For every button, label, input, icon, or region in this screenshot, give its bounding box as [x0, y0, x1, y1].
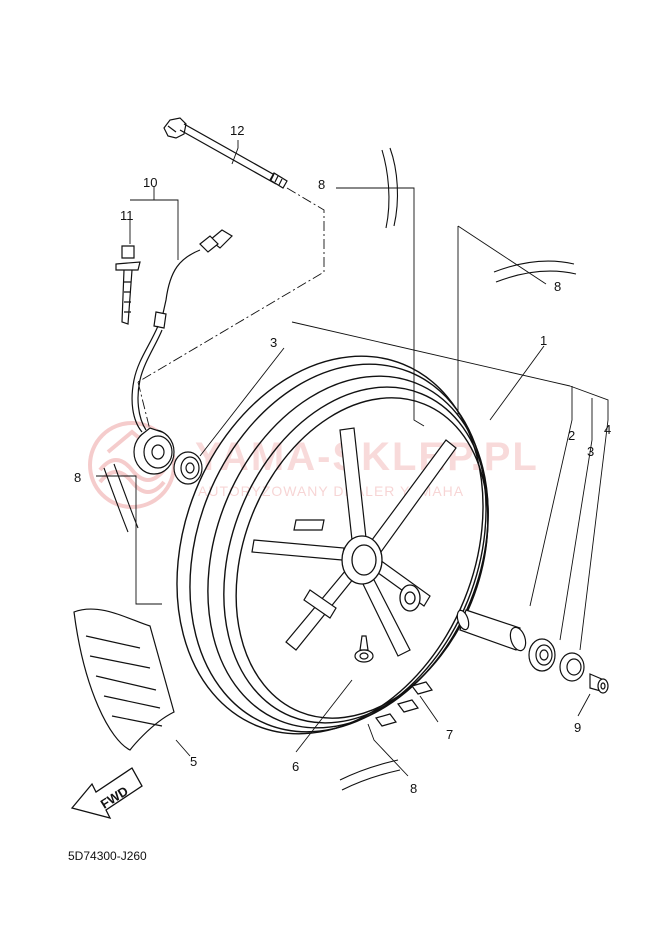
diagram-code: 5D74300-J260 — [68, 849, 147, 863]
cable-tie-part[interactable] — [115, 245, 141, 325]
callout-6: 6 — [292, 759, 299, 774]
right-bearing-part[interactable] — [528, 638, 556, 672]
callout-9: 9 — [574, 720, 581, 735]
left-bearing-part[interactable] — [173, 451, 203, 485]
tire-part[interactable] — [73, 608, 175, 751]
forward-direction-arrow: FWD — [70, 767, 143, 819]
balance-weight-part[interactable] — [374, 681, 434, 727]
callout-labels: 1 2 3 4 3 5 6 7 8 8 8 8 9 10 11 12 — [74, 123, 611, 796]
watermark-brand: YAMA-SKLEP.PL — [195, 435, 539, 479]
callout-8-top: 8 — [318, 177, 325, 192]
callout-7: 7 — [446, 727, 453, 742]
callout-12: 12 — [230, 123, 244, 138]
wheel-rim-part[interactable] — [123, 310, 539, 780]
tire-valve-part[interactable] — [354, 635, 374, 663]
callout-11: 11 — [120, 208, 134, 223]
callout-8-right: 8 — [554, 279, 561, 294]
callout-2: 2 — [568, 428, 575, 443]
callout-8-left: 8 — [74, 470, 81, 485]
speed-sensor-lead[interactable] — [131, 229, 233, 433]
watermark-tagline: AUTORYZOWANY DEALER YAMAHA — [198, 483, 464, 499]
wheel-hub — [341, 535, 421, 612]
callout-5: 5 — [190, 754, 197, 769]
callout-4: 4 — [604, 422, 611, 437]
assembly-guide-lines — [137, 187, 325, 431]
sensor-housing-part[interactable] — [133, 427, 175, 475]
callout-1: 1 — [540, 333, 547, 348]
oil-seal-part[interactable] — [559, 652, 585, 682]
spacer-part[interactable] — [589, 673, 609, 694]
front-axle-part[interactable] — [163, 117, 288, 189]
callout-3-right: 3 — [587, 444, 594, 459]
collar-part[interactable] — [455, 609, 528, 653]
callout-10: 10 — [143, 175, 157, 190]
watermark: YAMA-SKLEP.PL AUTORYZOWANY DEALER YAMAHA — [88, 421, 539, 509]
wheel-spokes — [251, 427, 457, 657]
leader-lines — [96, 140, 609, 777]
callout-8-bottom: 8 — [410, 781, 417, 796]
callout-3-left: 3 — [270, 335, 277, 350]
